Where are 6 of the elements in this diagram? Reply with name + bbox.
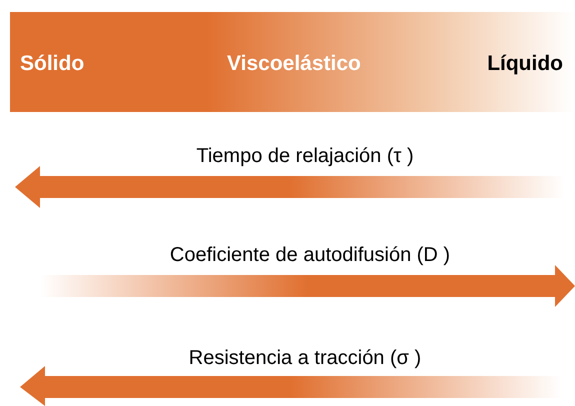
- state-label: Sólido: [20, 52, 84, 76]
- state-label: Líquido: [487, 52, 563, 76]
- arrow-caption: Tiempo de relajación (τ ): [196, 145, 414, 168]
- arrow-caption: Coeficiente de autodifusión (D ): [170, 244, 450, 267]
- state-label: Viscoelástico: [227, 52, 361, 76]
- arrow-caption: Resistencia a tracción (σ ): [188, 347, 422, 370]
